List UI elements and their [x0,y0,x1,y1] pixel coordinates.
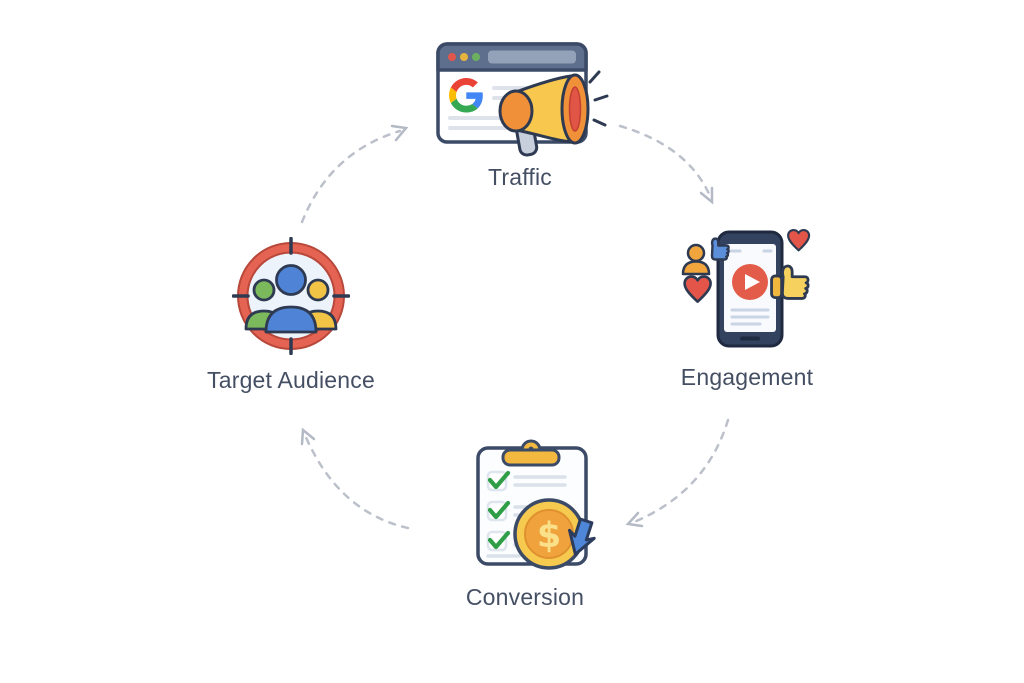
svg-text:$: $ [537,516,561,556]
audience-group-icon [244,264,338,334]
node-engagement: Engagement [672,222,822,390]
person-icon [681,243,711,276]
checklist-dollar-coin-icon: $ [476,439,596,570]
arrow-target-audience-to-traffic [300,124,409,224]
audience-target-icon [232,237,350,355]
node-label-conversion: Conversion [465,584,585,610]
arrow-engagement-to-conversion [625,418,730,528]
dollar-coin-icon: $ [513,498,585,570]
smartphone-icon [716,230,784,348]
node-conversion: $ Conversion [463,432,613,610]
arrow-traffic-to-engagement [618,124,714,205]
node-target-audience: Target Audience [207,237,375,393]
thumbs-up-small-icon [710,237,730,261]
google-logo-icon [449,78,483,113]
arrow-conversion-to-target-audience [300,427,410,530]
browser-megaphone-icon [436,42,609,157]
node-label-traffic: Traffic [487,164,553,190]
node-label-engagement: Engagement [680,364,814,390]
down-arrow-icon [567,517,596,556]
heart-icon [787,229,811,252]
crosshair-ticks-icon [232,237,350,355]
heart-icon [683,275,712,303]
node-traffic: Traffic [430,36,610,190]
video-play-icon [732,264,768,300]
smartphone-video-reactions-icon [681,229,811,348]
thumbs-up-large-icon [770,264,810,300]
megaphone-icon [498,70,609,157]
node-label-target-audience: Target Audience [207,367,375,393]
